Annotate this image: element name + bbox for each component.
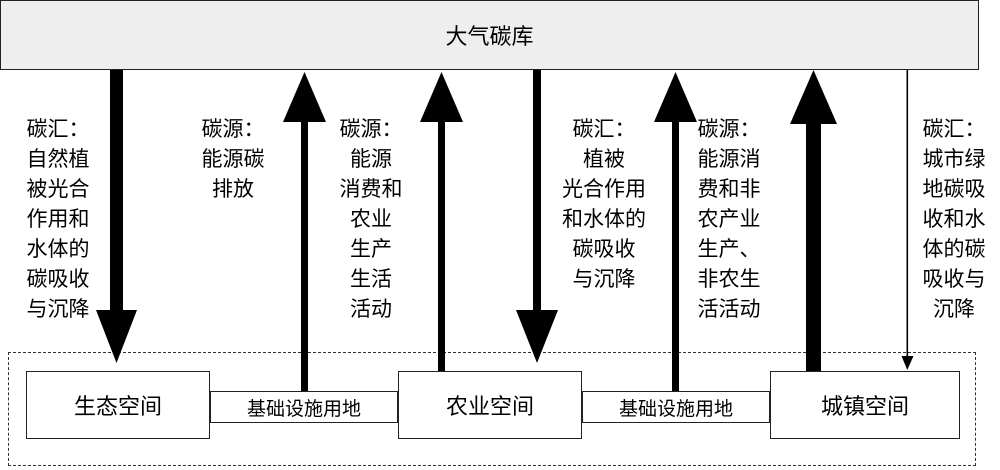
agricultural-space-box: 农业空间 bbox=[398, 371, 582, 439]
label-source-ecological: 碳源： 能源 消费和 农业 生产 生活 活动 bbox=[339, 117, 403, 321]
arrow-source-urban bbox=[790, 70, 837, 371]
label-sink-urban: 碳汇： 城市绿 地碳吸 收和水 体的碳 吸收与 沉降 bbox=[922, 117, 986, 321]
infrastructure-land-box-right: 基础设施用地 bbox=[582, 391, 770, 423]
infrastructure-label-right: 基础设施用地 bbox=[618, 397, 733, 420]
ecological-space-box: 生态空间 bbox=[26, 371, 210, 439]
label-sink-ecological: 碳汇： 自然植 被光合 作用和 水体的 碳吸收 与沉降 bbox=[26, 117, 90, 321]
arrow-sink-agricultural bbox=[516, 70, 558, 363]
arrow-source-agricultural bbox=[654, 72, 697, 391]
arrow-source-ecological bbox=[420, 72, 463, 371]
land-space-group-border bbox=[8, 352, 976, 466]
arrow-sink-urban bbox=[901, 70, 914, 370]
atmosphere-carbon-pool-box: 大气碳库 bbox=[0, 0, 979, 70]
urban-space-box: 城镇空间 bbox=[770, 371, 960, 439]
label-source-agricultural: 碳源： 能源消 费和非 农产业 生产、 非农生 活活动 bbox=[697, 117, 761, 321]
ecological-space-label: 生态空间 bbox=[73, 395, 162, 420]
label-sink-agricultural: 碳汇： 植被 光合作用 和水体的 碳吸收 与沉降 bbox=[562, 117, 646, 291]
agricultural-space-label: 农业空间 bbox=[445, 395, 534, 420]
arrow-sink-ecological bbox=[96, 70, 137, 363]
infrastructure-label-left: 基础设施用地 bbox=[246, 397, 361, 420]
label-source-infrastructure-1: 碳源： 能源碳 排放 bbox=[201, 117, 265, 201]
infrastructure-land-box-left: 基础设施用地 bbox=[210, 391, 398, 423]
urban-space-label: 城镇空间 bbox=[820, 395, 909, 420]
arrow-source-infrastructure-1 bbox=[283, 72, 326, 391]
atmosphere-label: 大气碳库 bbox=[445, 25, 534, 50]
